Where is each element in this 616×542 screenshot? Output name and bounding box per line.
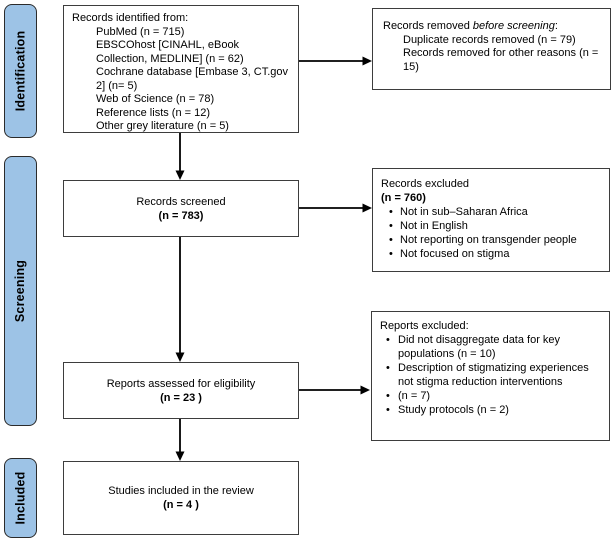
studies-included-count: (n = 4 ): [163, 499, 199, 511]
report-excluded-reason: • Did not disaggregate data for key popu…: [386, 333, 593, 361]
source-item: Reference lists (n = 12): [96, 106, 211, 119]
reports-assessed-line1: Reports assessed for eligibility: [106, 377, 256, 390]
stage-label-included-text: Included: [13, 471, 28, 525]
records-removed-title: Records removed before screening:: [383, 20, 605, 34]
source-item: EBSCOhost [CINAHL, eBook Collection, MED…: [96, 39, 244, 65]
reports-excluded-box: Reports excluded: • Did not disaggregate…: [371, 311, 610, 441]
records-removed-box: Records removed before screening: Duplic…: [372, 8, 611, 90]
excluded-reason: • Not in English: [389, 219, 607, 233]
removed-item: Duplicate records removed (n = 79): [403, 33, 576, 46]
records-excluded-box: Records excluded (n = 760) • Not in sub–…: [372, 168, 610, 272]
stage-label-screening: Screening: [4, 156, 37, 426]
bullet-icon: •: [389, 234, 393, 246]
excluded-reason-text: Not reporting on transgender people: [400, 234, 577, 246]
studies-included-box: Studies included in the review (n = 4 ): [63, 461, 299, 535]
arrow-assessed-to-included: [175, 419, 185, 461]
studies-included-line1: Studies included in the review: [108, 485, 254, 497]
records-excluded-count: (n = 760): [381, 192, 426, 204]
arrow-screened-to-records-excluded: [299, 203, 372, 213]
records-excluded-title: Records excluded: [381, 178, 470, 190]
reports-assessed-box: Reports assessed for eligibility (n = 23…: [63, 362, 299, 419]
stage-label-included: Included: [4, 458, 37, 538]
records-identified-box: Records identified from: PubMed (n = 715…: [63, 5, 299, 133]
report-excluded-reason-text: (n = 7): [398, 390, 431, 402]
report-excluded-reason-text: Did not disaggregate data for key popula…: [398, 334, 561, 360]
bullet-icon: •: [386, 334, 390, 346]
records-screened-count: (n = 783): [158, 209, 204, 222]
records-identified-title: Records identified from:: [72, 12, 189, 24]
stage-label-identification-text: Identification: [13, 30, 28, 112]
excluded-reason: • Not focused on stigma: [389, 247, 607, 261]
bullet-icon: •: [389, 206, 393, 218]
arrow-assessed-to-reports-excluded: [299, 385, 370, 395]
arrow-screened-to-assessed: [175, 237, 185, 362]
arrow-identified-to-removed: [298, 56, 372, 66]
stage-label-identification: Identification: [4, 4, 37, 138]
records-removed-title-italic: before screening: [472, 20, 555, 32]
records-screened-box: Records screened (n = 783): [63, 180, 299, 237]
source-item: Web of Science (n = 78): [96, 93, 215, 105]
bullet-icon: •: [386, 404, 390, 416]
excluded-reason-text: Not focused on stigma: [400, 248, 510, 260]
report-excluded-reason-text: Description of stigmatizing experiences …: [398, 362, 589, 388]
excluded-reason: • Not in sub–Saharan Africa: [389, 205, 607, 219]
report-excluded-reason: • (n = 7): [386, 389, 593, 403]
reports-excluded-title: Reports excluded:: [380, 320, 469, 332]
bullet-icon: •: [389, 220, 393, 232]
stage-label-screening-text: Screening: [13, 259, 28, 323]
arrow-identified-to-screened: [175, 133, 185, 180]
reports-assessed-count: (n = 23 ): [160, 391, 202, 404]
source-item: Cochrane database [Embase 3, CT.gov 2] (…: [96, 66, 289, 92]
records-removed-title-suffix: :: [554, 20, 558, 32]
excluded-reason: • Not reporting on transgender people: [389, 233, 607, 247]
records-screened-line1: Records screened: [136, 195, 226, 208]
excluded-reason-text: Not in English: [400, 220, 468, 232]
report-excluded-reason-text: Study protocols (n = 2): [398, 404, 509, 416]
excluded-reason-text: Not in sub–Saharan Africa: [400, 206, 528, 218]
source-item: Other grey literature (n = 5): [96, 120, 229, 132]
bullet-icon: •: [389, 248, 393, 260]
source-item: PubMed (n = 715): [96, 25, 185, 38]
report-excluded-reason: • Description of stigmatizing experience…: [386, 361, 593, 389]
bullet-icon: •: [386, 362, 390, 374]
removed-item: Records removed for other reasons (n = 1…: [403, 47, 599, 73]
report-excluded-reason: • Study protocols (n = 2): [386, 403, 593, 417]
records-removed-title-prefix: Records removed: [383, 20, 473, 32]
bullet-icon: •: [386, 390, 390, 402]
